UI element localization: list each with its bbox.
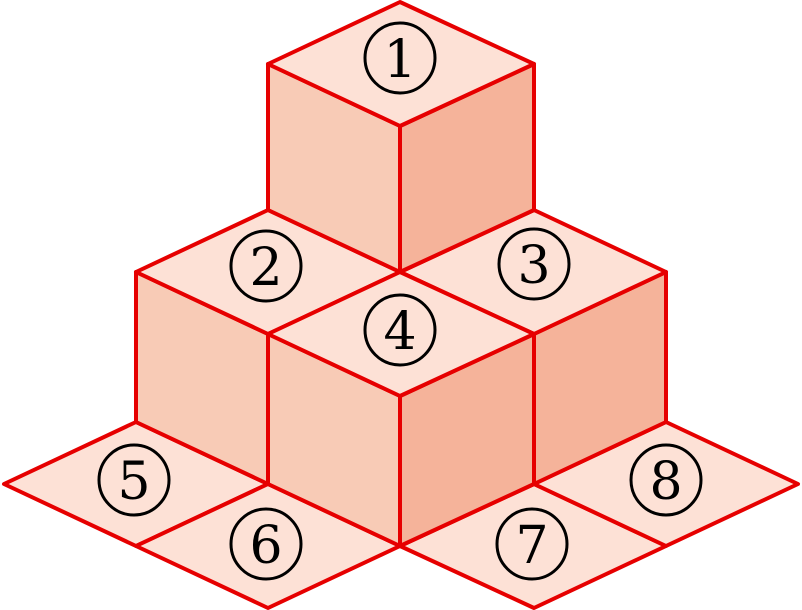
label-3: 3 — [497, 227, 571, 301]
label-6: 6 — [229, 507, 303, 581]
label-8: 8 — [629, 443, 703, 517]
label-7-text: 7 — [515, 516, 548, 576]
cube-upper-right — [398, 208, 668, 486]
label-6-text: 6 — [249, 516, 282, 576]
label-2-text: 2 — [249, 238, 282, 298]
label-8-text: 8 — [649, 452, 682, 512]
label-1-text: 1 — [383, 30, 416, 90]
cube-4-top-face — [266, 270, 536, 398]
label-5: 5 — [97, 443, 171, 517]
label-5-text: 5 — [117, 452, 150, 512]
label-7: 7 — [495, 507, 569, 581]
label-4: 4 — [363, 293, 437, 367]
label-1: 1 — [363, 21, 437, 95]
cube-top — [266, 0, 536, 274]
number-labels: 1 2 3 4 5 6 7 8 — [97, 21, 703, 581]
label-3-text: 3 — [517, 236, 550, 296]
label-4-text: 4 — [383, 302, 416, 362]
cube-1-top-face — [266, 0, 536, 128]
label-2: 2 — [229, 229, 303, 303]
cube-front — [266, 270, 536, 548]
